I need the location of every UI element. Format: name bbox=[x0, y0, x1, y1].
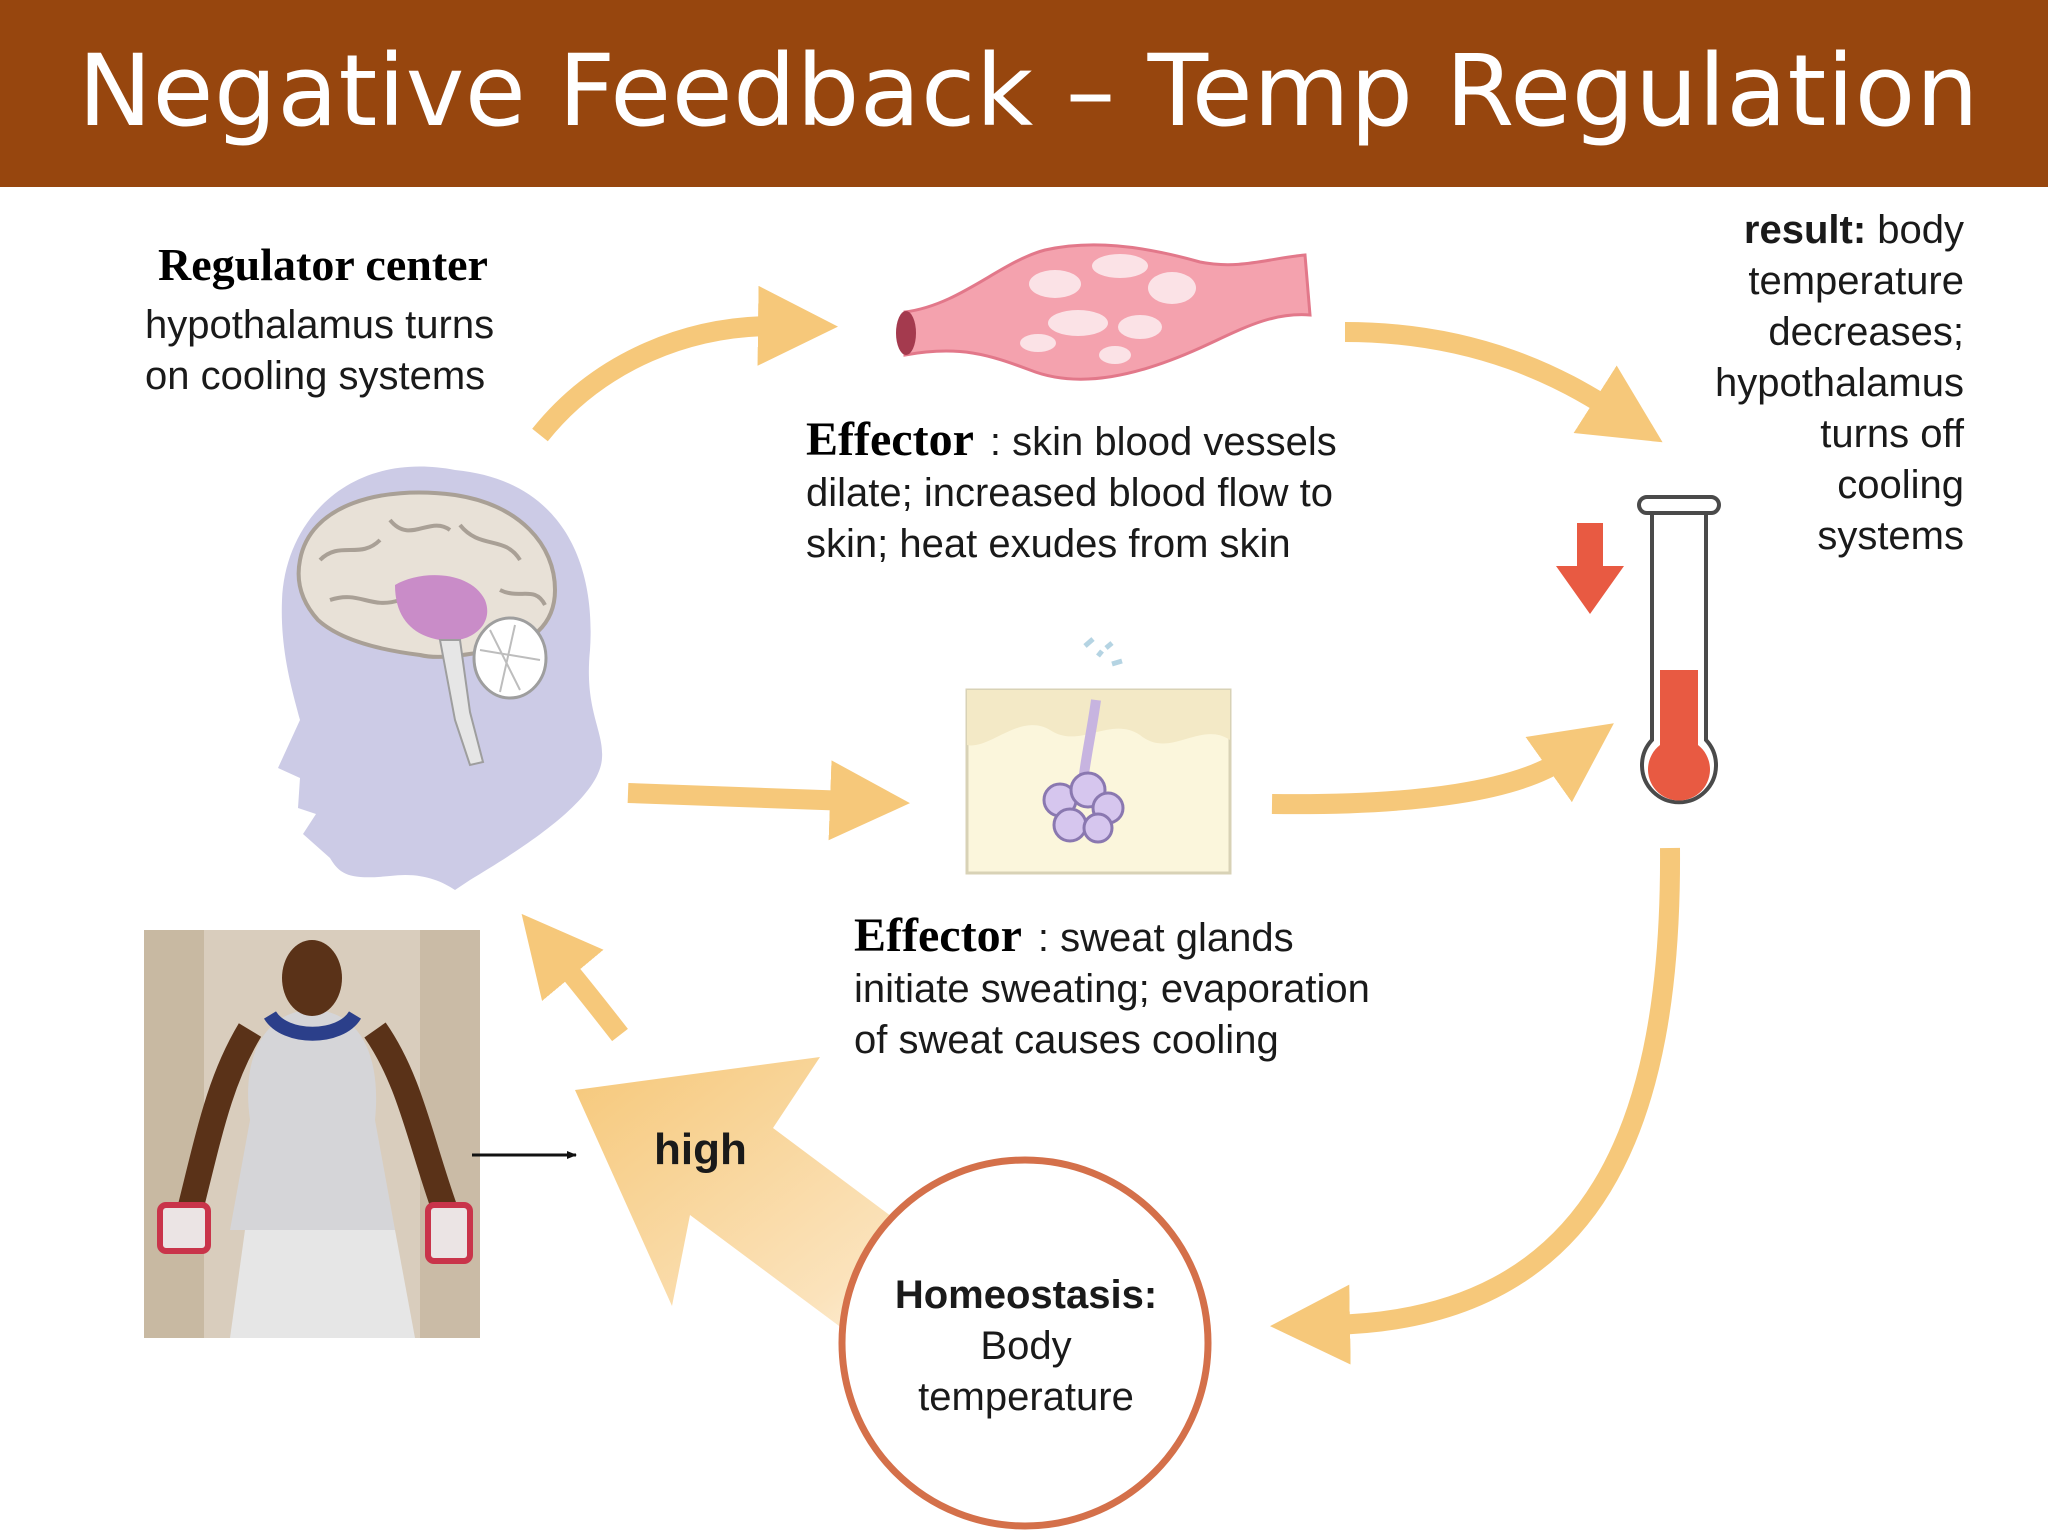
effector-sweat-text: Effector : sweat glands initiate sweating… bbox=[854, 910, 1370, 1066]
regulator-line: hypothalamus turns bbox=[145, 303, 495, 347]
result-line: decreases; bbox=[1768, 310, 1964, 354]
sweat-gland-illustration bbox=[965, 637, 1232, 875]
effector-vessels-heading: Effector bbox=[806, 413, 974, 466]
effector-sweat-line: initiate sweating; evaporation bbox=[854, 967, 1370, 1011]
arrow-stimulus-to-regulator bbox=[521, 913, 628, 1042]
effector-vessels-line: skin; heat exudes from skin bbox=[806, 522, 1291, 566]
result-line: systems bbox=[1817, 514, 1964, 558]
regulator-line: on cooling systems bbox=[145, 354, 486, 398]
athlete-photo bbox=[144, 930, 480, 1338]
result-text: result: body temperature decreases; hypo… bbox=[1644, 205, 1964, 562]
homeostasis-circle bbox=[838, 1156, 1212, 1530]
homeostasis-text: Homeostasis: Body temperature bbox=[836, 1270, 1216, 1423]
result-line: hypothalamus bbox=[1714, 361, 1964, 405]
feedback-diagram bbox=[144, 243, 1721, 1530]
arrow-result-to-homeostasis bbox=[1270, 847, 1681, 1365]
effector-sweat-line: of sweat causes cooling bbox=[854, 1018, 1279, 1062]
title-bar: Negative Feedback – Temp Regulation bbox=[0, 0, 2048, 187]
arrow-sweat-to-result bbox=[1271, 723, 1614, 815]
homeostasis-heading: Homeostasis: bbox=[894, 1273, 1158, 1317]
brain-head-illustration bbox=[278, 466, 603, 890]
regulator-text: hypothalamus turns on cooling systems bbox=[145, 300, 494, 402]
effector-vessels-line: : skin blood vessels bbox=[989, 420, 1337, 464]
effector-vessels-line: dilate; increased blood flow to bbox=[806, 471, 1333, 515]
arrow-head-to-sweat bbox=[627, 760, 910, 841]
regulator-heading: Regulator center bbox=[158, 239, 488, 290]
homeostasis-line: temperature bbox=[918, 1375, 1134, 1419]
slide-title: Negative Feedback – Temp Regulation bbox=[78, 34, 1980, 149]
stimulus-label: high bbox=[654, 1125, 747, 1174]
result-line: body bbox=[1866, 208, 1964, 252]
result-heading: result: bbox=[1743, 208, 1867, 252]
result-line: turns off bbox=[1820, 412, 1964, 456]
result-line: temperature bbox=[1748, 259, 1964, 303]
effector-sweat-heading: Effector bbox=[854, 909, 1022, 962]
blood-vessel-illustration bbox=[896, 243, 1312, 381]
result-line: cooling bbox=[1837, 463, 1964, 507]
thermometer-icon bbox=[1637, 495, 1721, 805]
arrow-regulator-to-vessels bbox=[532, 285, 838, 442]
effector-sweat-line: : sweat glands bbox=[1037, 916, 1294, 960]
down-arrow-icon bbox=[1556, 523, 1624, 614]
homeostasis-line: Body bbox=[980, 1324, 1072, 1368]
arrow-vessels-to-result bbox=[1344, 322, 1663, 443]
effector-vessels-text: Effector : skin blood vessels dilate; inc… bbox=[806, 414, 1337, 570]
